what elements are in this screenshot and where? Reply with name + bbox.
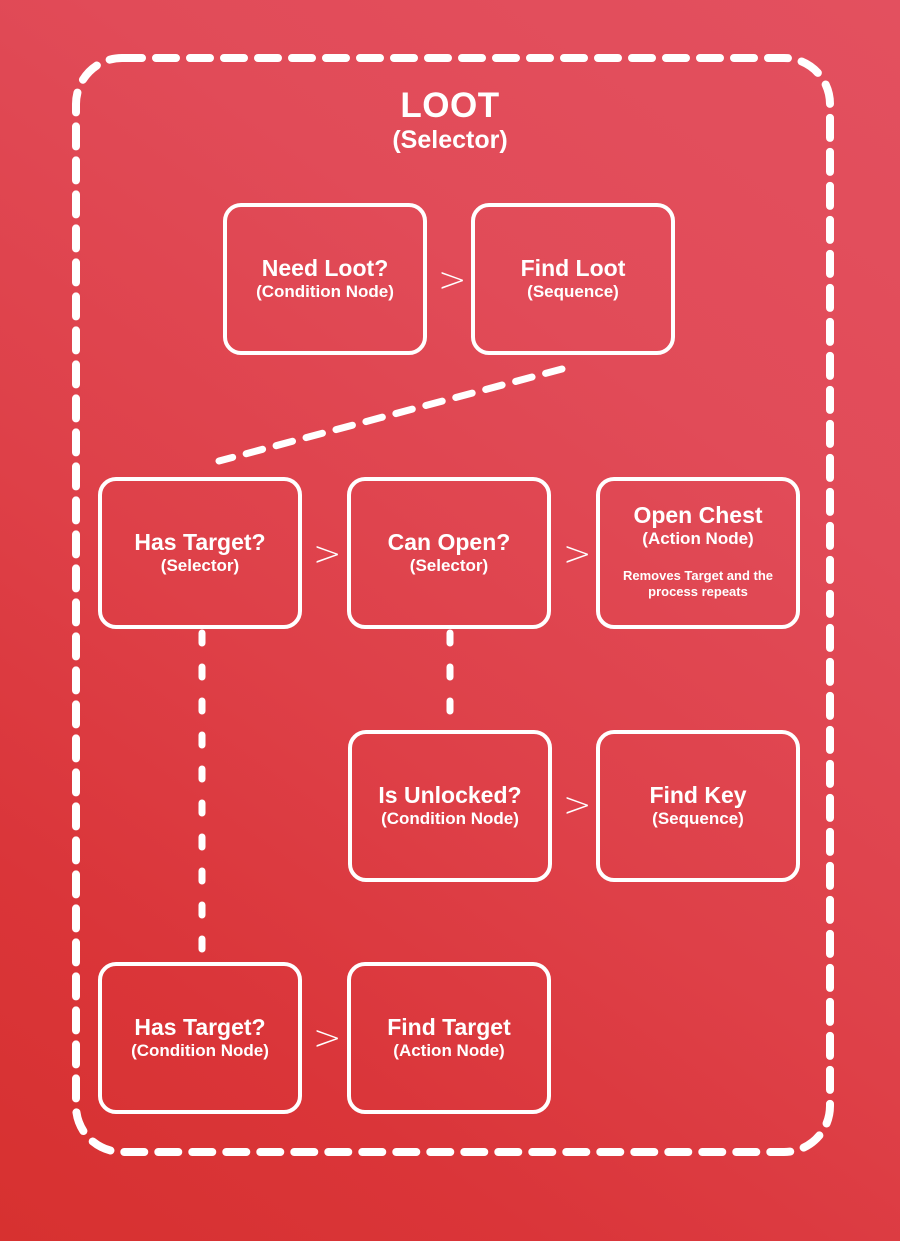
node-can-open[interactable]: Can Open? (Selector)	[347, 477, 551, 629]
node-is-unlocked-subtitle: (Condition Node)	[381, 809, 519, 829]
node-has-target-condition-title: Has Target?	[134, 1013, 266, 1040]
diagram-title: LOOT	[400, 86, 500, 125]
node-open-chest-title: Open Chest	[633, 502, 763, 528]
node-find-loot-title: Find Loot	[520, 254, 626, 281]
node-need-loot[interactable]: Need Loot? (Condition Node)	[223, 203, 427, 355]
node-has-target-selector-subtitle: (Selector)	[160, 556, 240, 576]
node-find-target[interactable]: Find Target (Action Node)	[347, 962, 551, 1114]
node-can-open-title: Can Open?	[387, 528, 511, 555]
connector-find-loot-to-has-target	[215, 365, 566, 465]
node-find-loot[interactable]: Find Loot (Sequence)	[471, 203, 675, 355]
diagram-subtitle: (Selector)	[392, 125, 508, 154]
node-find-target-title: Find Target	[387, 1013, 511, 1040]
separator-icon-2: >	[313, 534, 342, 574]
node-find-key-subtitle: (Sequence)	[652, 809, 744, 829]
node-open-chest[interactable]: Open Chest (Action Node) Removes Target …	[596, 477, 800, 629]
node-can-open-subtitle: (Selector)	[409, 556, 489, 576]
node-has-target-condition-subtitle: (Condition Node)	[131, 1041, 269, 1061]
node-open-chest-subtitle: (Action Node)	[642, 529, 754, 549]
separator-icon-5: >	[313, 1018, 342, 1058]
separator-icon-3: >	[563, 534, 592, 574]
node-has-target-selector-title: Has Target?	[134, 528, 266, 555]
node-is-unlocked-title: Is Unlocked?	[378, 781, 522, 808]
separator-icon-1: >	[438, 260, 467, 300]
node-open-chest-note: Removes Target and the process repeats	[622, 567, 774, 600]
node-is-unlocked[interactable]: Is Unlocked? (Condition Node)	[348, 730, 552, 882]
node-has-target-selector[interactable]: Has Target? (Selector)	[98, 477, 302, 629]
node-need-loot-subtitle: (Condition Node)	[256, 282, 394, 302]
node-find-target-subtitle: (Action Node)	[393, 1041, 505, 1061]
node-find-key-title: Find Key	[649, 781, 747, 808]
node-need-loot-title: Need Loot?	[261, 254, 389, 281]
node-has-target-condition[interactable]: Has Target? (Condition Node)	[98, 962, 302, 1114]
node-find-loot-subtitle: (Sequence)	[527, 282, 619, 302]
separator-icon-4: >	[563, 785, 592, 825]
diagram-title-block: LOOT (Selector)	[0, 86, 900, 156]
node-find-key[interactable]: Find Key (Sequence)	[596, 730, 800, 882]
